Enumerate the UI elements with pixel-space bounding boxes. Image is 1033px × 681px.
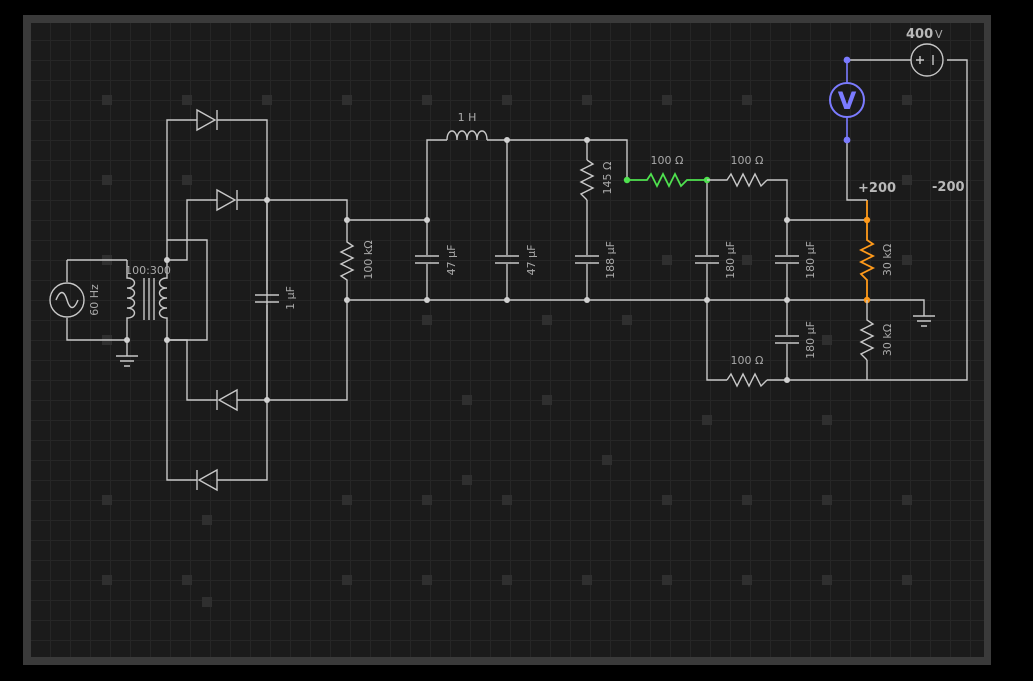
dc-source-unit: V <box>935 28 943 41</box>
probe-minus-label: -200 <box>932 180 965 195</box>
inductor-label: 1 H <box>458 111 477 124</box>
ground-symbol-left[interactable] <box>116 337 138 367</box>
grid-posts <box>102 95 912 607</box>
voltmeter[interactable]: V <box>829 56 911 201</box>
capacitor-bridge-label: 1 µF <box>284 286 297 310</box>
resistor-r1[interactable]: 100 Ω <box>623 154 711 189</box>
bridge-wiring <box>164 119 348 481</box>
diode-upper[interactable] <box>216 188 238 212</box>
resistor-bleeder-label: 100 kΩ <box>362 240 375 279</box>
resistor-shunt[interactable]: 145 Ω <box>579 159 614 201</box>
capacitor-c1-label: 47 µF <box>445 245 458 276</box>
dc-source-value: 400 <box>906 27 933 42</box>
resistor-bleeder[interactable]: 100 kΩ <box>339 217 375 303</box>
capacitor-c4[interactable]: 180 µF <box>695 241 737 279</box>
sine-wave-icon <box>55 291 79 309</box>
diode-bottom[interactable] <box>196 468 218 492</box>
ground-symbol-right[interactable] <box>913 315 935 327</box>
capacitor-c3-label: 188 µF <box>604 241 617 279</box>
resistor-divider-top-label: 30 kΩ <box>881 244 894 276</box>
resistor-divider-top[interactable]: 30 kΩ <box>858 200 894 304</box>
schematic[interactable]: 60 Hz 100:300 1 µF <box>31 23 984 657</box>
capacitor-bridge[interactable]: 1 µF <box>255 286 297 310</box>
probe-plus-label: +200 <box>858 181 896 196</box>
capacitor-c5[interactable]: 180 µF <box>775 241 817 279</box>
capacitor-c6[interactable]: 180 µF <box>775 321 817 359</box>
capacitor-c3[interactable]: 188 µF <box>575 241 617 279</box>
diode-lower[interactable] <box>216 388 238 412</box>
main-rails <box>347 59 968 383</box>
transformer-ratio-label: 100:300 <box>125 264 171 277</box>
capacitor-c4-label: 180 µF <box>724 241 737 279</box>
capacitor-c6-label: 180 µF <box>804 321 817 359</box>
capacitor-c1[interactable]: 47 µF <box>415 245 458 276</box>
ac-source[interactable]: 60 Hz <box>49 259 127 341</box>
resistor-r2-label: 100 Ω <box>731 154 764 167</box>
resistor-shunt-label: 145 Ω <box>601 162 614 195</box>
diode-top[interactable] <box>196 108 218 132</box>
resistor-divider-bottom-label: 30 kΩ <box>881 324 894 356</box>
source-frequency-label: 60 Hz <box>88 284 101 316</box>
capacitor-c2[interactable]: 47 µF <box>495 245 538 276</box>
resistor-r1-label: 100 Ω <box>651 154 684 167</box>
capacitor-c2-label: 47 µF <box>525 245 538 276</box>
capacitor-c5-label: 180 µF <box>804 241 817 279</box>
resistor-r3-label: 100 Ω <box>731 354 764 367</box>
resistor-r2[interactable]: 100 Ω <box>707 154 768 188</box>
inductor[interactable]: 1 H <box>446 111 488 141</box>
resistor-r3[interactable]: 100 Ω <box>726 354 768 388</box>
transformer[interactable]: 100:300 <box>125 260 171 340</box>
circuit-canvas[interactable]: 60 Hz 100:300 1 µF <box>31 23 984 657</box>
resistor-divider-bottom[interactable]: 30 kΩ <box>859 300 894 361</box>
dc-source[interactable]: 400 V <box>906 27 944 77</box>
voltmeter-symbol: V <box>838 87 857 115</box>
